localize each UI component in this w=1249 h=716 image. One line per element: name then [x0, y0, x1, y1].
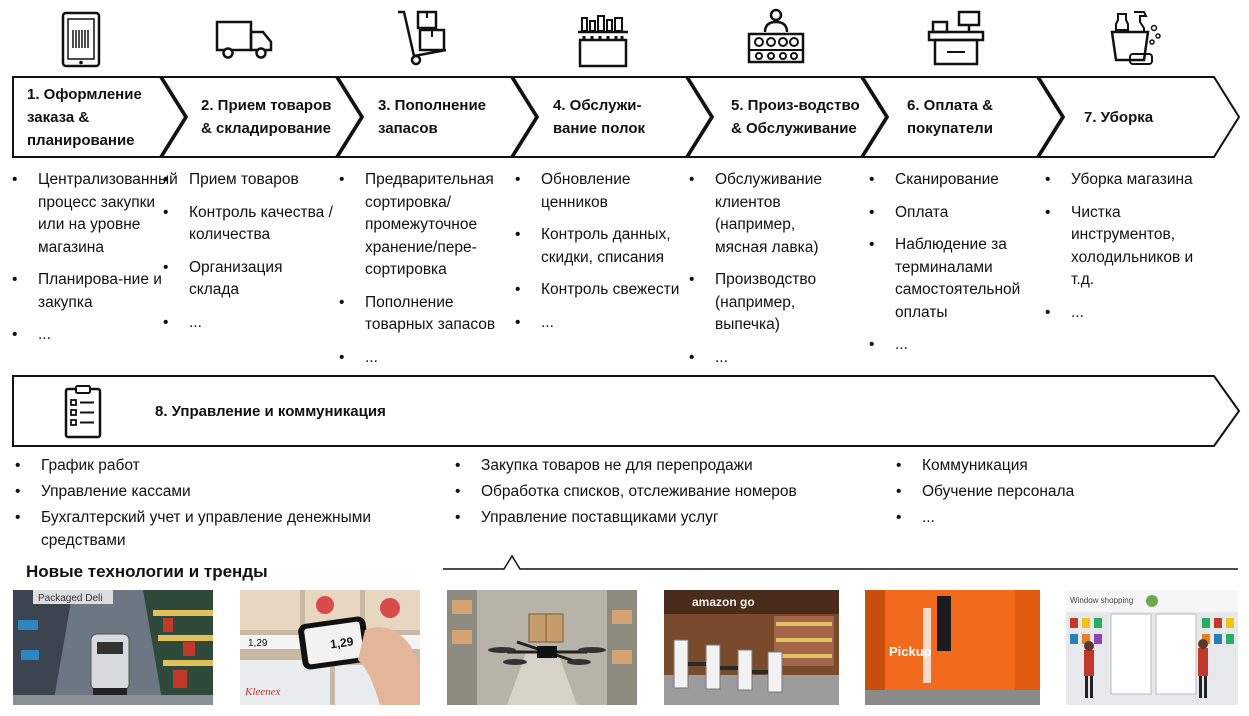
step-6-label: 6. Оплата & покупатели: [907, 97, 993, 137]
robot-photo-sign: Packaged Deli: [38, 593, 102, 604]
list-item: ...: [339, 347, 511, 370]
list-item: Предварительная сортировка/ промежуточно…: [339, 169, 511, 282]
list-item: Обучение персонала: [896, 480, 1196, 503]
list-item: ...: [869, 334, 1039, 357]
step-1-chevron: [12, 76, 187, 158]
step-6-chevron: [861, 76, 1064, 158]
step-6-list: Сканирование Оплата Наблюдение за термин…: [869, 169, 1039, 367]
list-item: Закупка товаров не для перепродажи: [455, 454, 875, 477]
step-4-label: 4. Обслужи-вание полок: [553, 97, 646, 137]
list-item: Обновление ценников: [515, 169, 687, 214]
step-7-list: Уборка магазина Чистка инструментов, хол…: [1045, 169, 1217, 334]
photo-store-robot: Packaged Deli: [13, 590, 213, 705]
photo-delivery-drone: [447, 590, 637, 705]
photo-amazon-go-store: amazon go: [664, 590, 839, 705]
list-item: Контроль свежести: [515, 279, 687, 302]
list-item: ...: [896, 506, 1196, 529]
list-item: Производство (например, выпечка): [689, 269, 839, 337]
list-item: Контроль данных, скидки, списания: [515, 224, 687, 269]
list-item: Уборка магазина: [1045, 169, 1217, 192]
clipboard-checklist-icon: [64, 385, 102, 439]
cleaning-supplies-icon: [1110, 11, 1161, 65]
list-item: Организация склада: [163, 257, 333, 302]
step-4-list: Обновление ценников Контроль данных, ски…: [515, 169, 687, 344]
list-item: Бухгалтерский учет и управление денежным…: [15, 506, 435, 552]
step-3-label: 3. Пополнение запасов: [378, 97, 487, 137]
list-item: Прием товаров: [163, 169, 333, 192]
trend-bracket: [443, 554, 1238, 570]
list-item: Пополнение товарных запасов: [339, 292, 511, 337]
list-item: Наблюдение за терминалами самостоятельно…: [869, 234, 1039, 324]
step-5-list: Обслуживание клиентов (например, мясная …: [689, 169, 839, 379]
step-1-list: Централизованный процесс закупки или на …: [12, 169, 178, 357]
list-item: Оплата: [869, 202, 1039, 225]
list-item: ...: [163, 312, 333, 335]
store-shelf-icon: [578, 15, 628, 68]
step-8-arrow: [12, 375, 1241, 447]
photo-window-shopping-wall: Window shopping: [1066, 590, 1238, 705]
list-item: Контроль качества / количества: [163, 202, 333, 247]
photo-pickup-tower: Pickup: [865, 590, 1040, 705]
management-list-3: Коммуникация Обучение персонала ...: [896, 454, 1196, 532]
management-list-1: График работ Управление кассами Бухгалте…: [15, 454, 435, 555]
step-8-label: 8. Управление и коммуникация: [155, 402, 386, 420]
cash-register-icon: [927, 10, 985, 66]
step-3-list: Предварительная сортировка/ промежуточно…: [339, 169, 511, 379]
trends-title: Новые технологии и тренды: [26, 562, 268, 581]
step-1-label: 1. Оформление заказа & планирование: [27, 85, 142, 149]
list-item: Чистка инструментов, холодильников и т.д…: [1045, 202, 1217, 292]
list-item: Управление поставщиками услуг: [455, 506, 875, 529]
tablet-barcode-icon: [61, 11, 101, 68]
step-4-chevron: [511, 76, 713, 158]
list-item: График работ: [15, 454, 435, 477]
delivery-truck-icon: [215, 20, 273, 59]
list-item: ...: [12, 324, 164, 347]
list-item: ...: [515, 312, 687, 335]
list-item: ...: [1045, 302, 1217, 325]
list-item: Обработка списков, отслеживание номеров: [455, 480, 875, 503]
step-2-label: 2. Прием товаров & складирование: [201, 97, 332, 137]
step-2-chevron: [160, 76, 363, 158]
kleenex-brand: Kleenex: [244, 686, 281, 698]
window-shopping-sign: Window shopping: [1070, 596, 1133, 605]
list-item: Коммуникация: [896, 454, 1196, 477]
step-3-chevron: [336, 76, 538, 158]
step-2-list: Прием товаров Контроль качества / количе…: [163, 169, 333, 344]
pickup-sign: Pickup: [889, 644, 932, 659]
hand-truck-boxes-icon: [398, 10, 447, 66]
counter-clerk-icon: [747, 8, 805, 64]
amazon-go-sign: amazon go: [692, 595, 755, 609]
list-item: Управление кассами: [15, 480, 435, 503]
list-item: Централизованный процесс закупки или на …: [12, 169, 178, 259]
list-item: ...: [689, 347, 839, 370]
management-list-2: Закупка товаров не для перепродажи Обраб…: [455, 454, 875, 532]
list-item: Планирова-ние и закупка: [12, 269, 164, 314]
shelf-price-label: 1,29: [248, 638, 268, 649]
photo-smartphone-price-scan: Kleenex 1,29 1,29: [240, 590, 420, 705]
phone-price-label: 1,29: [329, 634, 354, 651]
step-5-label: 5. Произ-водство & Обслуживание: [731, 97, 860, 137]
list-item: Обслуживание клиентов (например, мясная …: [689, 169, 839, 259]
step-5-chevron: [686, 76, 888, 158]
step-7-label: 7. Уборка: [1084, 108, 1154, 126]
list-item: Сканирование: [869, 169, 1039, 192]
step-7-chevron: [1037, 76, 1241, 158]
